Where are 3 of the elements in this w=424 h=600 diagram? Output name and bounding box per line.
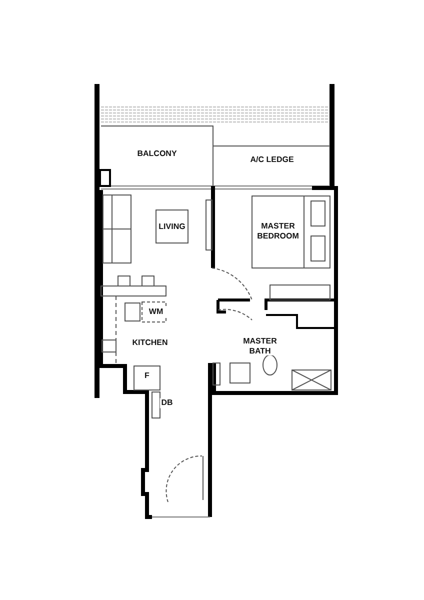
room-label: DB xyxy=(160,398,174,408)
room-label: MASTER BEDROOM xyxy=(256,221,300,241)
room-label: LIVING xyxy=(158,222,186,232)
